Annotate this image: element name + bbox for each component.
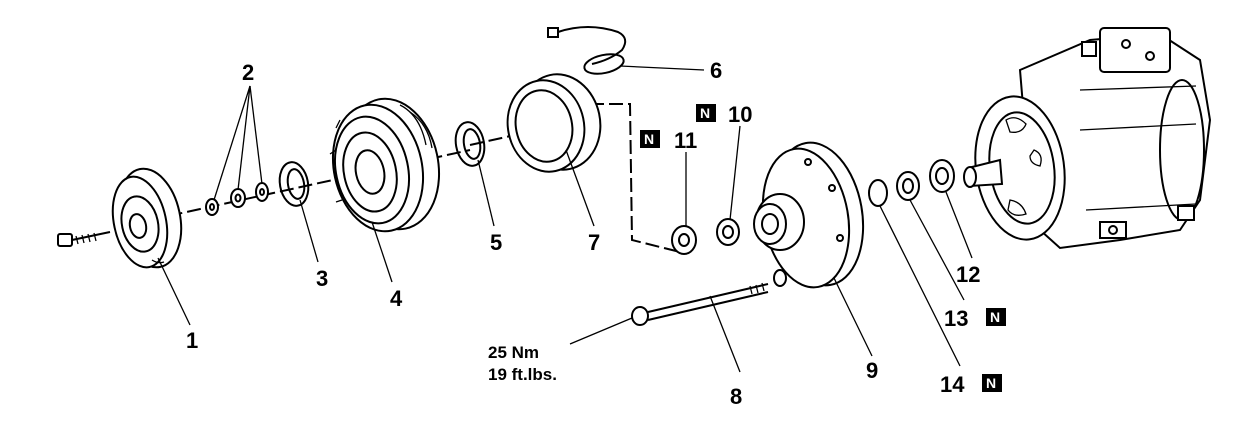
part-1-clutch-armature — [57, 167, 183, 269]
torque-spec: 25 Nm 19 ft.lbs. — [488, 343, 557, 384]
part-4-pulley — [329, 97, 441, 233]
part-8-through-bolt — [631, 269, 787, 326]
label-part-3: 3 — [316, 266, 328, 291]
part-3-snap-ring — [278, 161, 310, 207]
label-part-1: 1 — [186, 328, 198, 353]
part-14-o-ring — [868, 179, 888, 207]
new-part-marker-11: N — [640, 130, 660, 148]
label-part-5: 5 — [490, 230, 502, 255]
label-part-8: 8 — [730, 384, 742, 409]
label-part-6: 6 — [710, 58, 722, 83]
label-part-9: 9 — [866, 358, 878, 383]
part-9-front-housing — [753, 141, 865, 289]
new-part-marker-13: N — [986, 308, 1006, 326]
label-part-13: 13 — [944, 306, 968, 331]
new-part-marker-10: N — [696, 104, 716, 122]
part-5-snap-ring — [454, 121, 486, 167]
label-part-10: 10 — [728, 102, 752, 127]
svg-text:N: N — [700, 105, 710, 121]
part-labels: 1 2 3 4 5 6 7 8 9 10 11 12 13 14 — [186, 58, 980, 409]
part-2-shims — [205, 182, 269, 216]
svg-text:N: N — [990, 309, 1000, 325]
new-part-marker-14: N — [982, 374, 1002, 392]
svg-text:N: N — [644, 131, 654, 147]
label-part-12: 12 — [956, 262, 980, 287]
compressor-body — [963, 27, 1212, 250]
torque-ftlbs: 19 ft.lbs. — [488, 365, 557, 384]
label-part-2: 2 — [242, 60, 254, 85]
label-part-14: 14 — [940, 372, 965, 397]
torque-nm: 25 Nm — [488, 343, 539, 362]
part-13-seal — [896, 171, 920, 201]
new-part-markers: N N N N — [640, 104, 1006, 392]
part-12-seal-plate — [929, 159, 955, 193]
part-6-wire-lead — [547, 26, 627, 75]
label-part-7: 7 — [588, 230, 600, 255]
svg-text:N: N — [986, 375, 996, 391]
part-11-shaft-seal — [671, 225, 697, 255]
label-part-11: 11 — [674, 128, 697, 153]
label-part-4: 4 — [390, 286, 403, 311]
part-7-field-coil — [506, 73, 602, 173]
part-10-o-ring — [716, 218, 740, 246]
leader-lines — [157, 65, 973, 373]
